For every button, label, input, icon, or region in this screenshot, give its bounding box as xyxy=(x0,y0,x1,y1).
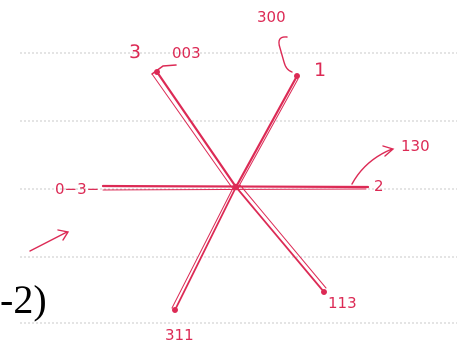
arm-1-line xyxy=(234,74,299,189)
small-arrow xyxy=(29,231,68,252)
label-130: 130 xyxy=(401,137,430,155)
arm-311-line xyxy=(174,186,237,311)
label-113: 113 xyxy=(328,294,357,312)
arrow-130-head xyxy=(382,145,395,157)
label-3: 3 xyxy=(129,41,141,63)
arm-113-line xyxy=(235,186,325,293)
arm-3-line-echo xyxy=(151,73,234,190)
arm-3-line xyxy=(155,70,238,189)
arrow-130 xyxy=(351,148,393,185)
arm-311-line-echo xyxy=(171,189,233,309)
end-dot xyxy=(294,73,300,79)
end-dot xyxy=(321,289,327,295)
arm-113-line-echo xyxy=(239,184,327,289)
label-311: 311 xyxy=(165,326,194,344)
small-arrow-head xyxy=(57,229,70,241)
label-1: 1 xyxy=(314,59,326,81)
label-2: 2 xyxy=(374,177,384,195)
label-300: 300 xyxy=(257,8,286,26)
ruled-lines xyxy=(20,52,457,324)
end-dot xyxy=(154,69,160,75)
center-dot xyxy=(232,183,240,191)
arm-1-line-echo xyxy=(238,78,299,187)
label-031: 0−3− xyxy=(55,180,99,198)
star-lines xyxy=(29,36,395,313)
printed-fragment: -2) xyxy=(0,277,47,322)
label-003: 003 xyxy=(172,44,201,62)
bracket-300 xyxy=(278,36,293,73)
end-dot xyxy=(172,307,178,313)
